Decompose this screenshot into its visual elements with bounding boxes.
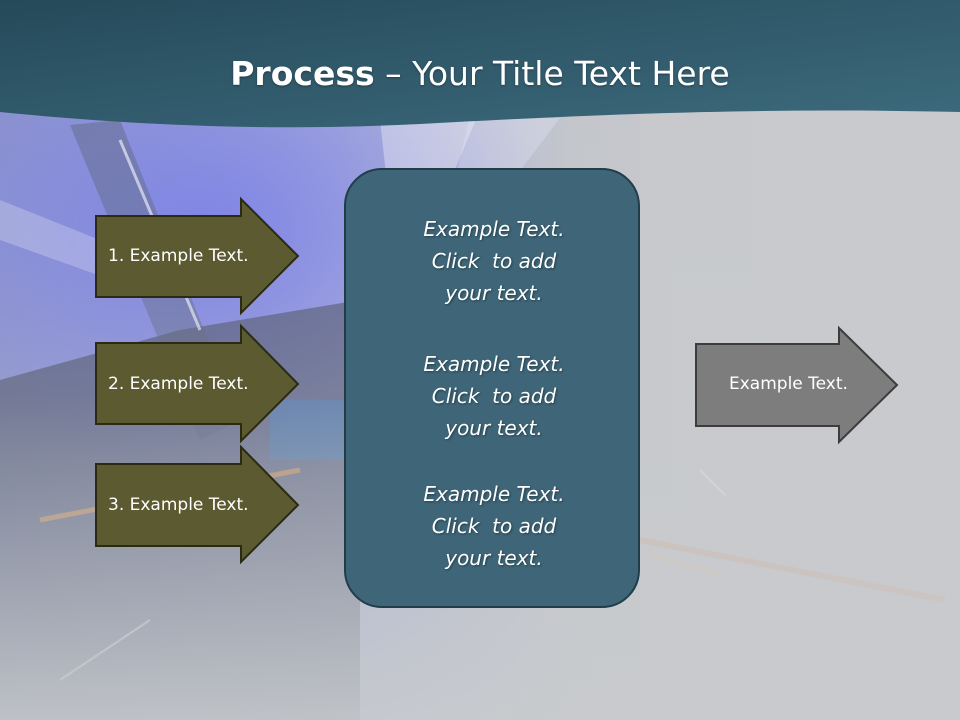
title-bold: Process: [230, 54, 375, 93]
center-text-block-1: Example Text. Click to add your text.: [346, 213, 642, 309]
center-text-block-3: Example Text. Click to add your text.: [346, 478, 642, 574]
output-arrow[interactable]: [695, 325, 899, 445]
center-text-line: Click to add: [431, 514, 557, 538]
input-arrow-1-label: 1. Example Text.: [108, 246, 249, 266]
center-text-line: your text.: [445, 546, 543, 570]
input-arrow-1[interactable]: [95, 196, 300, 316]
center-text-line: Example Text.: [423, 482, 565, 506]
input-arrow-3[interactable]: [95, 444, 300, 565]
header-band: [0, 0, 960, 128]
center-text-line: Example Text.: [423, 217, 565, 241]
center-text-line: your text.: [445, 281, 543, 305]
center-text-block-2: Example Text. Click to add your text.: [346, 348, 642, 444]
center-text-line: Click to add: [431, 249, 557, 273]
input-arrow-2[interactable]: [95, 323, 300, 444]
center-text-line: Example Text.: [423, 352, 565, 376]
input-arrow-2-label: 2. Example Text.: [108, 374, 249, 394]
input-arrow-3-label: 3. Example Text.: [108, 495, 249, 515]
slide-title: Process – Your Title Text Here: [0, 50, 960, 98]
center-text-line: your text.: [445, 416, 543, 440]
title-rest: – Your Title Text Here: [374, 54, 730, 93]
output-arrow-label: Example Text.: [729, 374, 848, 394]
center-text-line: Click to add: [431, 384, 557, 408]
center-process-box[interactable]: Example Text. Click to add your text. Ex…: [344, 168, 640, 608]
